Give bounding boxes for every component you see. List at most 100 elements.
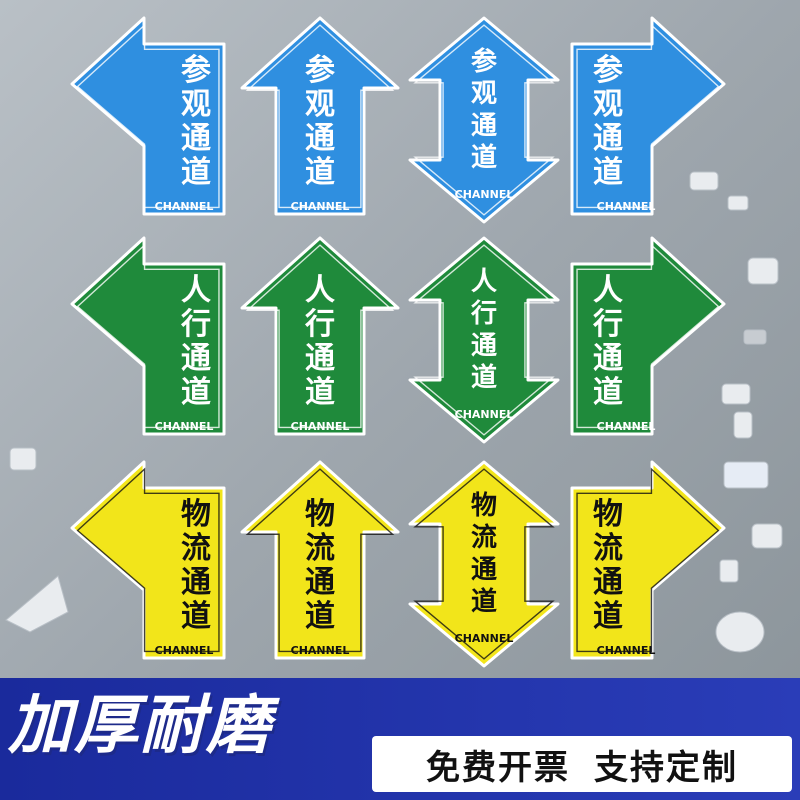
sign-character: 道 — [181, 375, 211, 410]
sign-inner-border — [245, 468, 395, 653]
sign-character: 道 — [305, 375, 335, 410]
sign-shape — [408, 460, 560, 668]
sign-character: 通 — [181, 121, 211, 156]
sign-character: 行 — [304, 307, 335, 342]
customization-label: 支持定制 — [594, 747, 738, 788]
sign-character: 道 — [471, 362, 497, 393]
sign-character: 参 — [181, 53, 211, 88]
sign-character: 通 — [593, 341, 623, 376]
sign-character: 人 — [471, 267, 497, 297]
invoice-label: 免费开票 — [426, 747, 570, 788]
sign-character: 人 — [593, 273, 623, 308]
sign-character: 流 — [471, 523, 497, 553]
sign-channel-label: CHANNEL — [597, 420, 656, 433]
sign-character: 通 — [305, 565, 335, 600]
sign-inner-border — [413, 244, 555, 436]
banner-subtitle: 免费开票 支持定制 — [372, 736, 792, 792]
sign-shape — [570, 16, 726, 216]
sign-inner-border — [245, 24, 395, 209]
sign-character: 物 — [305, 497, 335, 532]
sign-channel-label: CHANNEL — [597, 644, 656, 657]
sign-inner-border — [76, 23, 220, 209]
sign-character: 道 — [305, 599, 335, 634]
sign-character: 道 — [305, 155, 335, 190]
sign-shape — [570, 236, 726, 436]
sign-character: 参 — [305, 53, 335, 88]
sign-character: 通 — [471, 111, 497, 141]
sign-shape — [408, 236, 560, 444]
sign-character: 参 — [471, 46, 497, 77]
sign-shape — [240, 16, 400, 216]
sign-character: 流 — [181, 531, 211, 566]
sign-character: 道 — [181, 599, 211, 634]
sign-channel-label: CHANNEL — [155, 420, 214, 433]
sign-character: 通 — [305, 341, 335, 376]
sign-inner-border — [576, 23, 720, 209]
sign-character: 道 — [593, 599, 623, 634]
banner-title: 加厚耐磨 — [8, 689, 272, 763]
sign-character: 观 — [593, 87, 623, 122]
sign-inner-border — [413, 24, 555, 216]
sign-shape — [570, 460, 726, 660]
sign-character: 观 — [181, 87, 211, 122]
sign-character: 通 — [593, 121, 623, 156]
sign-character: 行 — [180, 307, 211, 342]
sign-character: 通 — [181, 565, 211, 600]
sign-character: 人 — [181, 273, 211, 308]
sign-channel-label: CHANNEL — [291, 200, 350, 213]
sign-shape — [408, 16, 560, 224]
sign-inner-border — [576, 467, 720, 653]
sign-channel-label: CHANNEL — [155, 200, 214, 213]
sign-character: 观 — [305, 87, 335, 122]
sign-shape — [70, 460, 226, 660]
sign-character: 道 — [471, 586, 497, 617]
sign-character: 通 — [471, 331, 497, 361]
sign-shape — [70, 236, 226, 436]
sign-inner-border — [245, 244, 395, 429]
sign-channel-label: CHANNEL — [455, 632, 514, 645]
sign-character: 道 — [471, 142, 497, 173]
sign-character: 参 — [593, 53, 623, 88]
sign-character: 道 — [181, 155, 211, 190]
sign-inner-border — [76, 243, 220, 429]
debris-decoration — [5, 171, 783, 653]
sign-channel-label: CHANNEL — [155, 644, 214, 657]
sign-inner-border — [76, 467, 220, 653]
sign-character: 人 — [305, 273, 335, 308]
sign-character: 行 — [470, 298, 497, 329]
sign-character: 通 — [593, 565, 623, 600]
sign-character: 流 — [305, 531, 335, 566]
sign-character: 道 — [593, 155, 623, 190]
sign-character: 物 — [471, 491, 497, 521]
sign-shape — [70, 16, 226, 216]
sign-inner-border — [576, 243, 720, 429]
sign-character: 通 — [181, 341, 211, 376]
sign-character: 行 — [592, 307, 623, 342]
sign-channel-label: CHANNEL — [291, 644, 350, 657]
sign-channel-label: CHANNEL — [597, 200, 656, 213]
sign-character: 物 — [593, 497, 623, 532]
sign-channel-label: CHANNEL — [455, 188, 514, 201]
sign-channel-label: CHANNEL — [455, 408, 514, 421]
sign-shape — [240, 236, 400, 436]
sign-shape — [240, 460, 400, 660]
sign-character: 通 — [305, 121, 335, 156]
sign-character: 观 — [471, 79, 497, 109]
sign-character: 流 — [593, 531, 623, 566]
sign-inner-border — [413, 468, 555, 660]
sign-channel-label: CHANNEL — [291, 420, 350, 433]
sign-character: 通 — [471, 555, 497, 585]
sign-character: 道 — [593, 375, 623, 410]
